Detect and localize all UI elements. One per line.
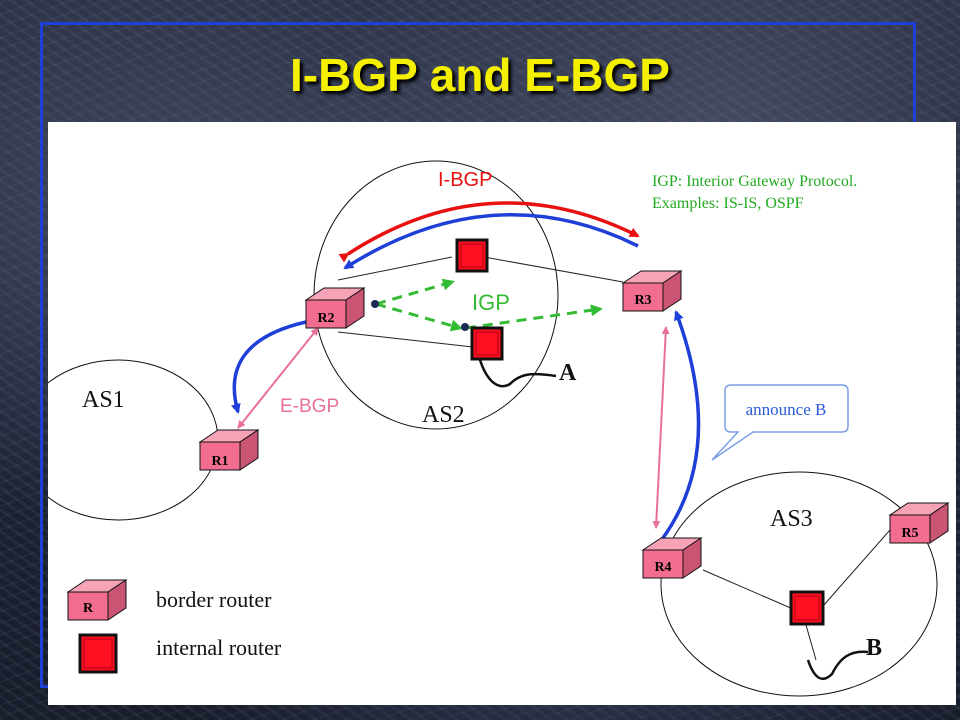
svg-text:R: R [83, 601, 94, 616]
as3-links [702, 529, 891, 661]
diagram-panel: R1 R2 R3 R4 R5 R AS1 AS2 AS3 I-BGP IGP E… [48, 122, 956, 705]
ebgp-label: E-BGP [280, 396, 339, 417]
ibgp-red-arrow [338, 201, 640, 263]
igp-note-line1: IGP: Interior Gateway Protocol. [652, 173, 857, 190]
igp-arrow-mid [375, 302, 463, 332]
svg-text:R5: R5 [901, 526, 918, 541]
prefix-a-squiggle [478, 359, 557, 388]
as1-boundary [48, 359, 219, 521]
ebgp-arrow-as1-as2 [237, 327, 319, 429]
prefix-b-squiggle [806, 650, 869, 680]
igp-label: IGP [472, 290, 510, 315]
as3-boundary [660, 471, 938, 697]
legend-border-router-label: border router [156, 587, 272, 612]
legend-internal-router-icon [78, 633, 118, 674]
svg-text:R3: R3 [634, 293, 651, 308]
border-router-r2: R2 [304, 287, 366, 329]
svg-text:R1: R1 [211, 454, 228, 469]
slide-title: I-BGP and E-BGP [290, 49, 670, 101]
internal-router-as3 [789, 590, 825, 626]
as1-label: AS1 [82, 387, 125, 413]
svg-text:R2: R2 [317, 311, 334, 326]
svg-text:R4: R4 [654, 560, 671, 575]
legend-border-router-icon: R [66, 579, 128, 621]
ebgp-blue-arrow-to-r1 [230, 320, 307, 414]
igp-note-line2: Examples: IS-IS, OSPF [652, 195, 804, 212]
ebgp-arrow-as2-as3 [652, 326, 670, 529]
igp-dot-left [371, 300, 379, 308]
border-router-r5: R5 [888, 502, 950, 544]
ibgp-label: I-BGP [438, 169, 492, 191]
igp-arrow-right [465, 304, 603, 330]
internal-router-as2-bottom [470, 326, 504, 361]
as3-label: AS3 [770, 506, 813, 532]
svg-text:announce B: announce B [746, 400, 827, 419]
border-router-r3: R3 [621, 270, 683, 312]
prefix-b-label: B [866, 635, 882, 661]
border-router-r4: R4 [641, 537, 703, 579]
as2-label: AS2 [422, 402, 465, 428]
internal-router-as2-top [455, 238, 489, 273]
igp-dot-mid [461, 323, 469, 331]
prefix-a-label: A [559, 360, 577, 386]
legend-internal-router-label: internal router [156, 635, 282, 660]
ibgp-blue-arrow [343, 213, 639, 270]
bgp-diagram: R1 R2 R3 R4 R5 R AS1 AS2 AS3 I-BGP IGP E… [48, 160, 950, 697]
igp-arrow-upper [375, 278, 455, 306]
announce-callout: announce B [711, 384, 849, 461]
border-router-r1: R1 [198, 429, 260, 471]
ebgp-blue-arrow-to-r3 [658, 310, 701, 544]
